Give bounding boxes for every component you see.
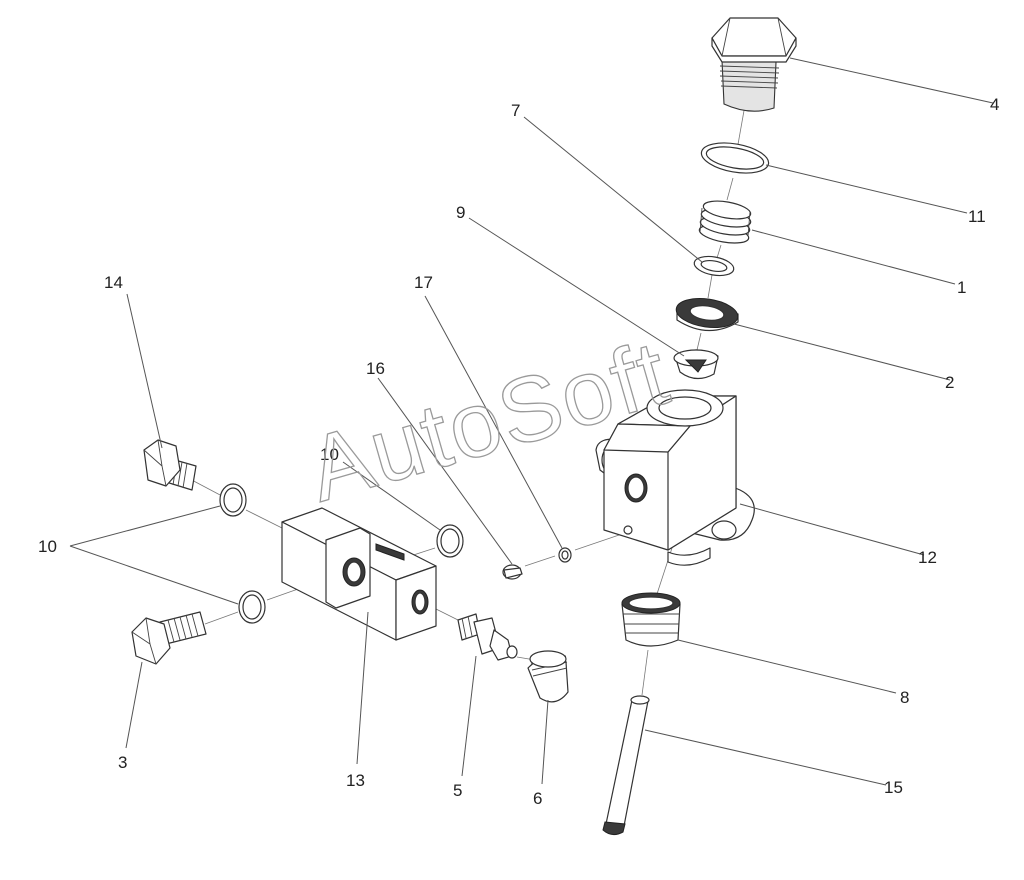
part-6-cap — [527, 650, 569, 703]
callout-6: 6 — [533, 789, 542, 808]
callout-11: 11 — [968, 207, 986, 226]
callout-3: 3 — [118, 753, 127, 772]
part-1-spring — [698, 200, 752, 244]
part-7-washer — [693, 255, 735, 277]
part-10-washer-right — [436, 524, 464, 558]
part-10-washer-lower-left — [238, 590, 266, 624]
callout-8: 8 — [900, 688, 909, 707]
callout-12: 12 — [918, 548, 937, 567]
callout-15: 15 — [884, 778, 903, 797]
callout-17: 17 — [414, 273, 433, 292]
callout-13: 13 — [346, 771, 365, 790]
callout-9: 9 — [456, 203, 465, 222]
part-11-o-ring — [700, 142, 770, 174]
part-10-washer-upper-left — [219, 483, 247, 517]
callout-14: 14 — [104, 273, 123, 292]
leader-lines — [69, 57, 994, 786]
part-12-valve-body — [595, 389, 755, 566]
callout-4: 4 — [990, 95, 999, 114]
part-17-washer — [558, 547, 572, 563]
callout-16: 16 — [366, 359, 385, 378]
callout-2: 2 — [945, 373, 954, 392]
part-9-valve — [673, 349, 719, 380]
part-14-banjo-bolt — [143, 439, 197, 491]
callout-labels: 4 11 1 2 7 9 12 8 15 14 17 16 10 10 3 13… — [38, 95, 999, 808]
callout-1: 1 — [957, 278, 966, 297]
callout-10-top: 10 — [320, 445, 339, 464]
part-15-pin — [602, 695, 650, 836]
part-2-valve-disc — [675, 297, 739, 332]
part-5-fitting — [457, 613, 518, 661]
part-13-banjo-block — [281, 507, 437, 641]
part-4-hex-plug — [711, 17, 797, 112]
part-8-bushing — [621, 592, 681, 647]
callout-7: 7 — [511, 101, 520, 120]
callout-10-left: 10 — [38, 537, 57, 556]
part-3-banjo-bolt — [131, 611, 207, 665]
part-16-screw — [502, 564, 523, 580]
callout-5: 5 — [453, 781, 462, 800]
